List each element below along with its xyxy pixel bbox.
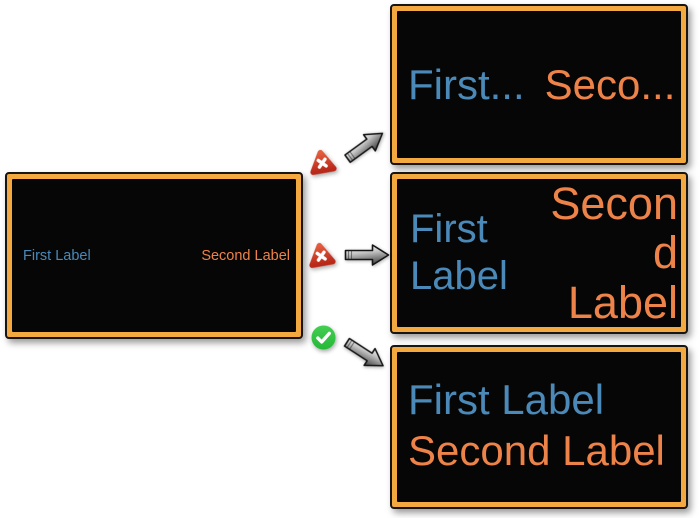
truncated-first-label-text: First... xyxy=(408,60,525,108)
wrapped-result-box: First Label Secon d Label xyxy=(390,172,688,334)
wrapped-second-label-text: Secon d Label xyxy=(550,179,678,327)
wrapped-first-label-text: First Label xyxy=(410,206,508,300)
stacked-second-label-text: Second Label xyxy=(408,427,665,474)
arrow-up-right-icon xyxy=(338,121,392,170)
source-label-box: First Label Second Label xyxy=(5,172,303,339)
stacked-result-box: First Label Second Label xyxy=(390,345,688,509)
wrapped-second-line-3: Label xyxy=(567,276,678,327)
arrow-down-right-icon xyxy=(338,330,392,378)
truncated-screen: First... Seco... xyxy=(397,11,681,158)
stacked-first-label-text: First Label xyxy=(408,375,605,423)
truncated-result-box: First... Seco... xyxy=(390,4,688,165)
wrapped-first-line-1: First xyxy=(410,207,488,252)
stacked-screen: First Label Second Label xyxy=(397,352,681,502)
success-check-circle-icon xyxy=(310,324,338,352)
wrapped-second-line-2: d xyxy=(652,227,678,279)
first-label-text: First Label xyxy=(23,247,91,264)
wrapped-first-line-2: Label xyxy=(410,254,508,298)
wrapped-second-line-1: Secon xyxy=(550,179,678,229)
wrapped-screen: First Label Secon d Label xyxy=(397,179,681,327)
truncated-second-label-text: Seco... xyxy=(544,60,676,108)
second-label-text: Second Label xyxy=(201,247,290,264)
source-screen: First Label Second Label xyxy=(12,179,296,332)
arrow-right-icon xyxy=(343,242,391,268)
error-x-triangle-icon xyxy=(305,239,337,271)
error-x-triangle-icon xyxy=(306,146,338,178)
